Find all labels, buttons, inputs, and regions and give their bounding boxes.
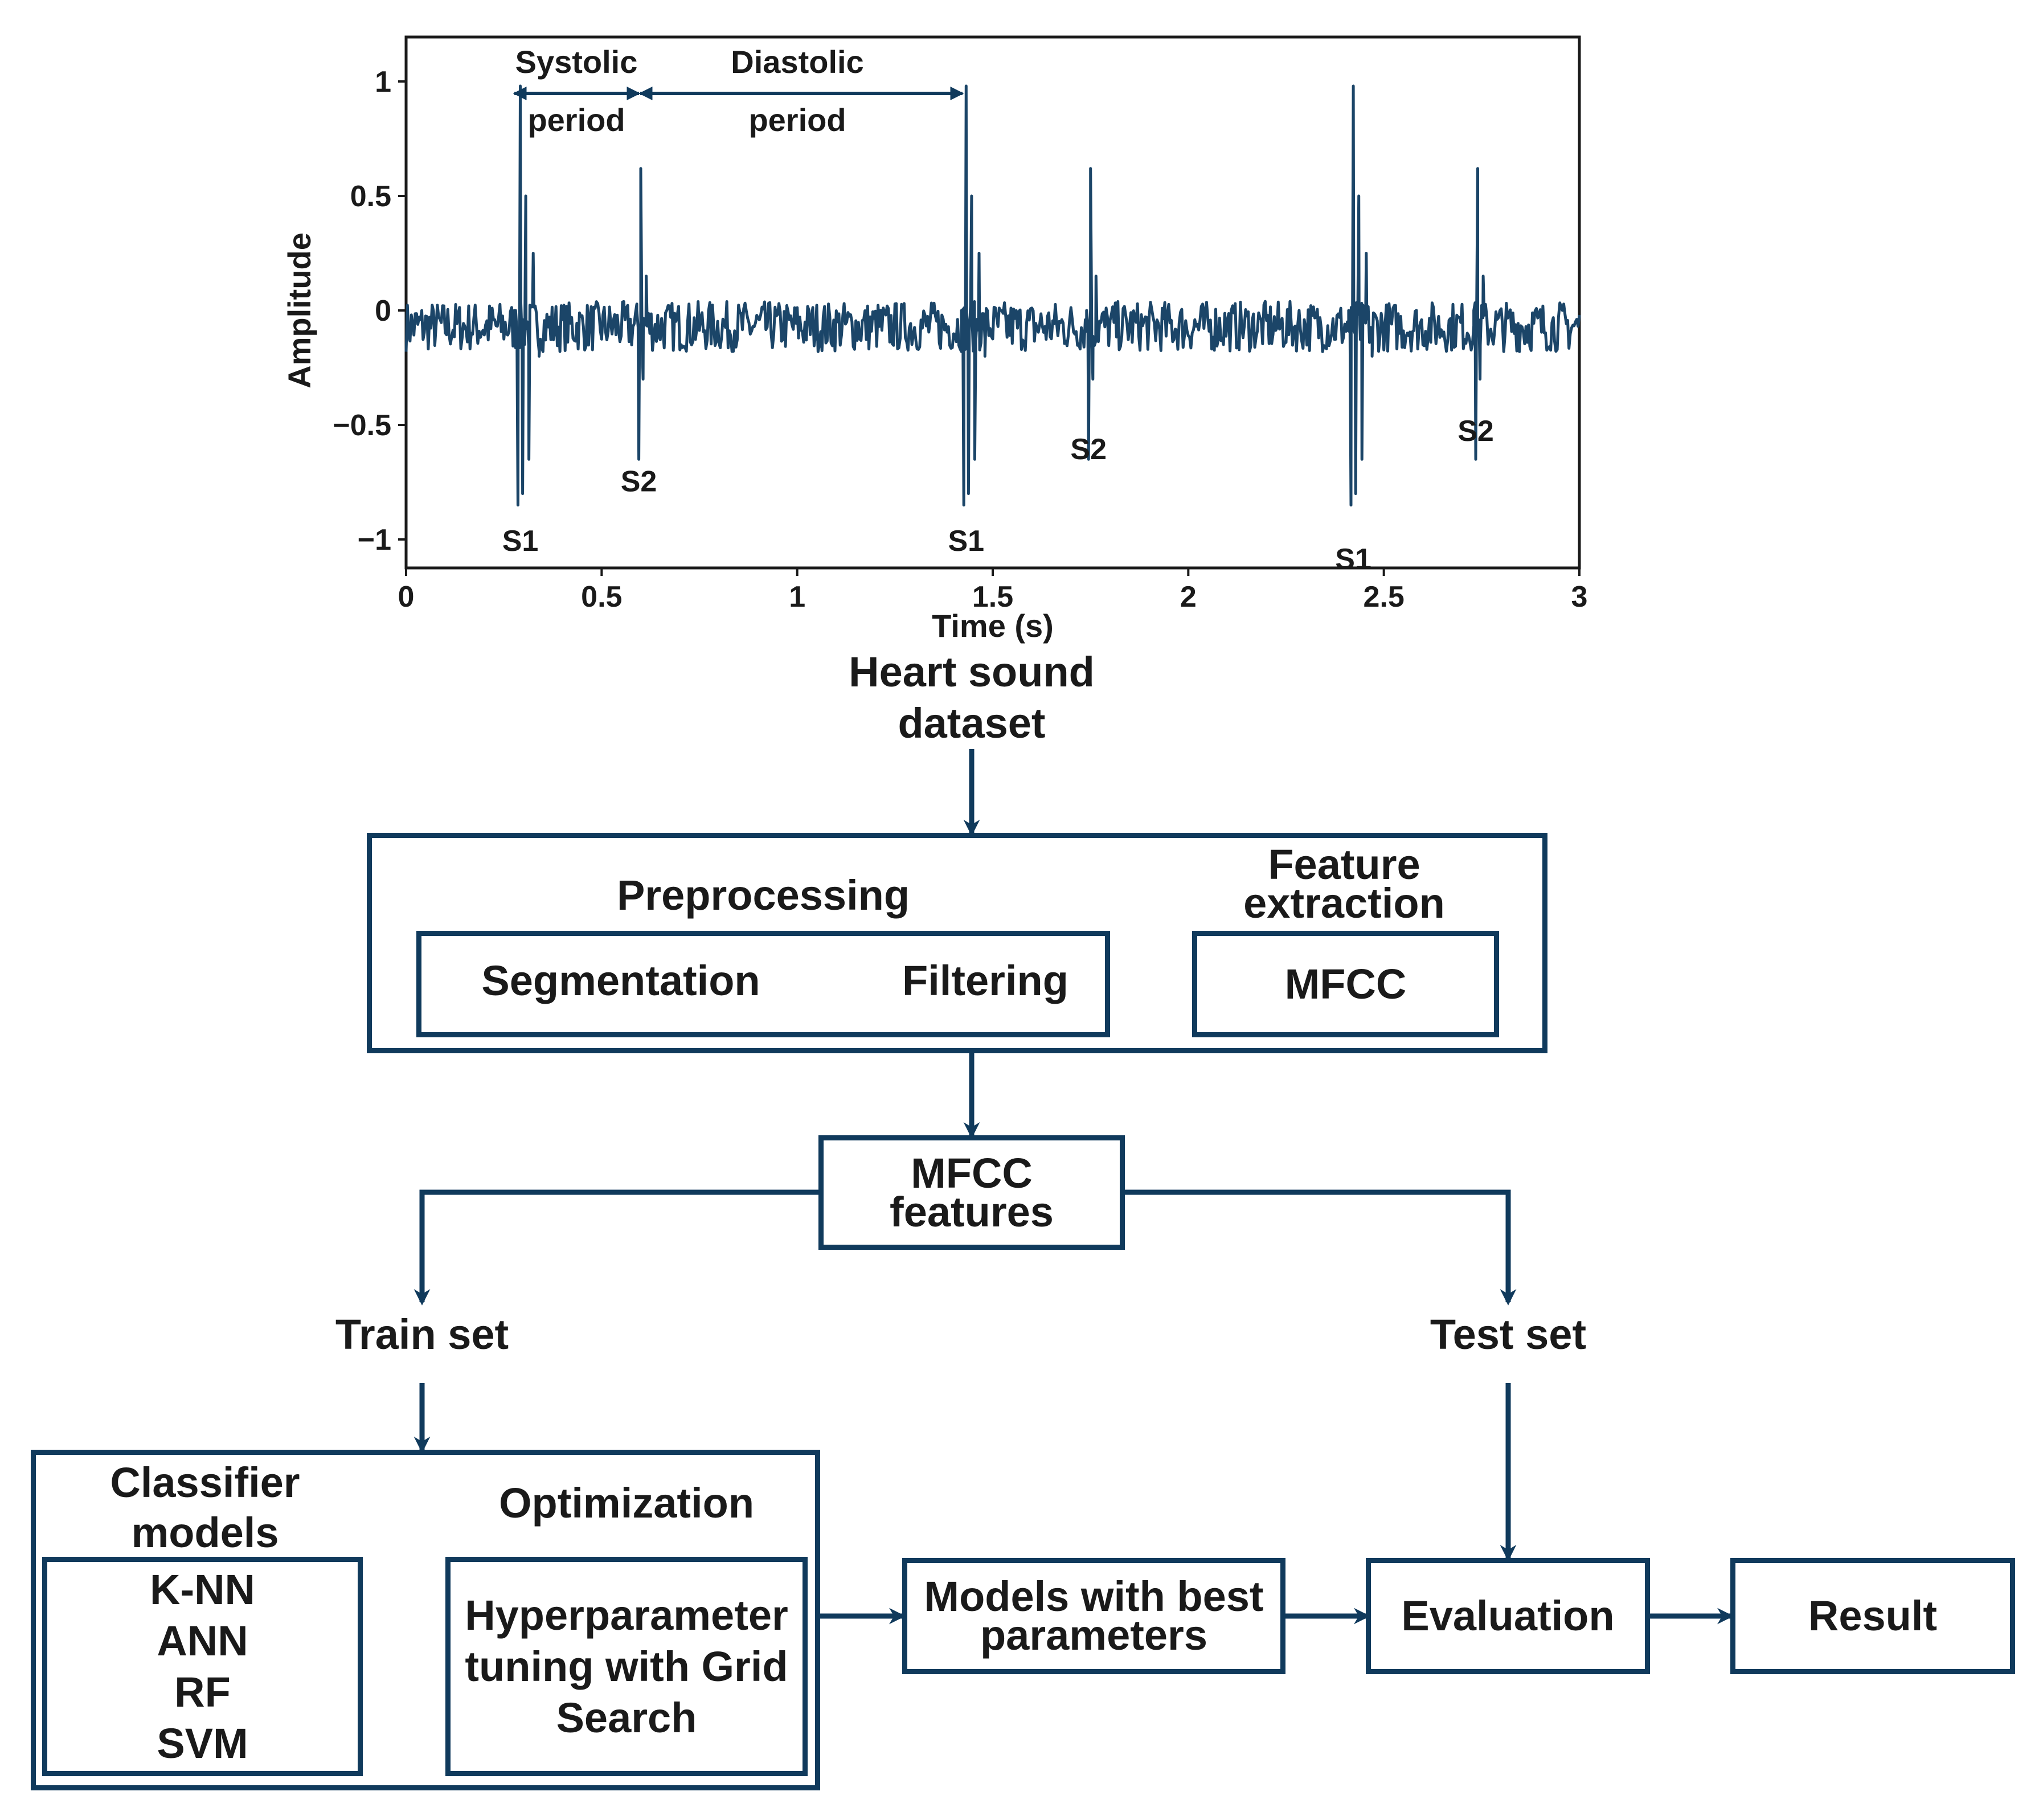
y-tick-label: −1	[358, 523, 391, 557]
hyper-line2: tuning with Grid	[465, 1642, 788, 1690]
feature-extraction-title: Feature extraction	[1173, 841, 1515, 927]
arrow-features-to-train	[413, 1189, 821, 1306]
diastolic-label: Diastolic	[731, 44, 863, 80]
peak-label-s2: S2	[1457, 415, 1494, 448]
x-tick-label: 1	[789, 580, 805, 614]
hyper-line3: Search	[556, 1694, 697, 1741]
dataset-label: Heart sound dataset	[801, 647, 1143, 749]
best-line2: parameters	[980, 1612, 1207, 1659]
x-tick-label: 0	[398, 580, 415, 614]
best-models-box: Models with best parameters	[902, 1558, 1285, 1674]
result-box: Result	[1730, 1558, 2015, 1674]
hyper-line1: Hyperparameter	[465, 1591, 788, 1639]
peak-label-s1: S1	[948, 525, 985, 558]
arrow-features-to-test	[1124, 1189, 1517, 1306]
classifier-line1: Classifier	[110, 1459, 300, 1506]
x-tick-label: 2.5	[1364, 580, 1405, 614]
y-tick-label: 0	[375, 295, 391, 328]
x-tick-label: 0.5	[581, 580, 622, 614]
mfcc-label: MFCC	[1284, 960, 1407, 1008]
train-set-label: Train set	[335, 1311, 509, 1358]
y-tick-label: −0.5	[333, 409, 391, 442]
evaluation-box: Evaluation	[1366, 1558, 1650, 1674]
filtering-label: Filtering	[902, 957, 1068, 1004]
peak-label-s1: S1	[1335, 543, 1371, 576]
x-tick-label: 2	[1180, 580, 1197, 614]
feature-extraction-line1: Feature	[1268, 841, 1420, 888]
mfcc-features-line2: features	[890, 1188, 1054, 1236]
peak-label-s2: S2	[1070, 433, 1107, 466]
y-tick-label: 0.5	[350, 180, 391, 213]
systolic-label: Systolic	[515, 44, 638, 80]
segmentation-label: Segmentation	[481, 957, 760, 1004]
peak-label-s2: S2	[621, 465, 657, 498]
x-tick-label: 1.5	[972, 580, 1013, 614]
classifier-models-box: K-NN ANN RF SVM	[42, 1557, 363, 1776]
evaluation-label: Evaluation	[1401, 1592, 1615, 1639]
optimization-title: Optimization	[498, 1479, 755, 1527]
heart-sound-signal-line	[404, 84, 1581, 507]
model-rf: RF	[174, 1668, 231, 1716]
model-ann: ANN	[157, 1617, 248, 1664]
model-knn: K-NN	[150, 1565, 255, 1613]
diastolic-period-label: period	[748, 102, 846, 138]
dataset-label-line1: Heart sound	[849, 648, 1095, 696]
best-line1: Models with best	[924, 1573, 1264, 1620]
test-set-label: Test set	[1430, 1311, 1587, 1358]
result-label: Result	[1808, 1592, 1938, 1639]
systolic-period-label: period	[527, 102, 625, 138]
preprocessing-title: Preprocessing	[616, 872, 910, 919]
hyperparameter-box: Hyperparameter tuning with Grid Search	[445, 1557, 808, 1776]
dataset-label-line2: dataset	[898, 700, 1046, 747]
preprocessing-steps-box	[416, 931, 1110, 1037]
mfcc-features-box: MFCC features	[818, 1135, 1125, 1250]
x-axis-label: Time (s)	[932, 608, 1054, 644]
peak-label-s1: S1	[502, 525, 539, 558]
mfcc-features-line1: MFCC	[911, 1149, 1033, 1197]
y-axis-label: Amplitude	[281, 232, 317, 388]
classifier-line2: models	[131, 1509, 279, 1556]
x-tick-label: 3	[1571, 580, 1588, 614]
mfcc-box: MFCC	[1192, 931, 1499, 1037]
classifier-models-title: Classifier models	[34, 1459, 376, 1556]
feature-extraction-line2: extraction	[1243, 880, 1445, 927]
y-tick-label: 1	[375, 66, 391, 99]
model-svm: SVM	[157, 1719, 248, 1767]
